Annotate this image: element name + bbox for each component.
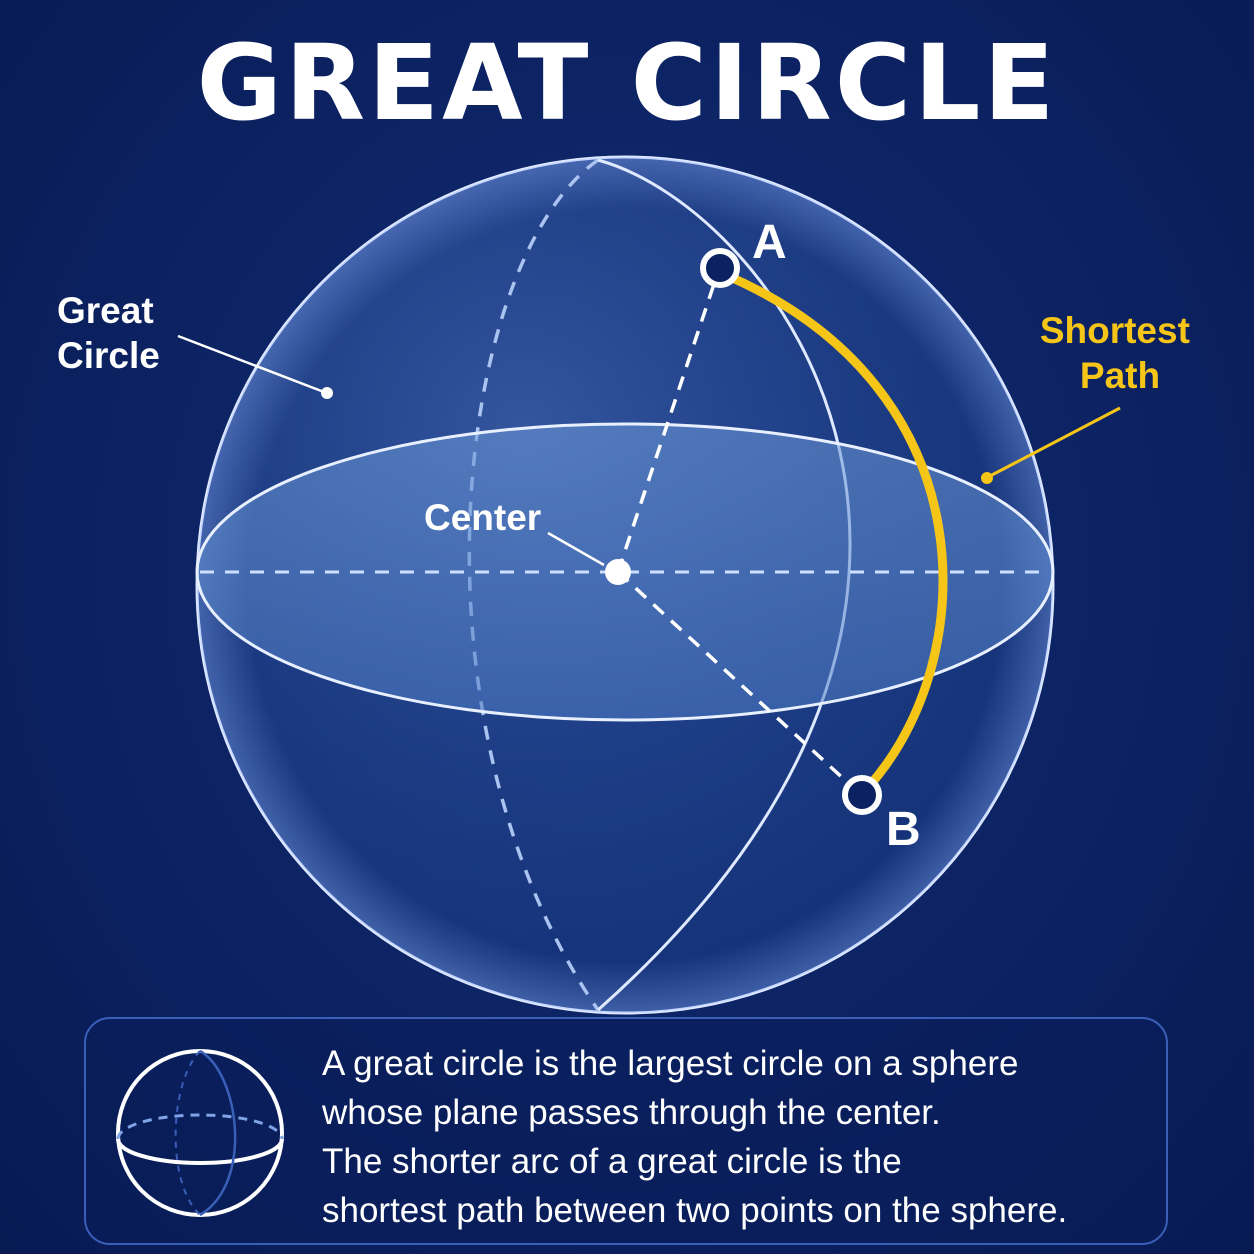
point-a-label: A [752,216,787,269]
shortest-path-arc [723,271,948,790]
shortest-path-leader [989,406,1121,478]
point-a-marker [700,248,740,288]
center-leader [547,531,605,567]
great-circle-leader-dot [321,387,333,399]
info-line-3: The shorter arc of a great circle is the [322,1142,902,1181]
great-circle-label-line1: Great [57,290,154,331]
info-line-2: whose plane passes through the center. [322,1093,941,1132]
info-description: A great circle is the largest circle on … [322,1039,1152,1235]
shortest-path-label-line1: Shortest [1040,310,1190,351]
radius-to-b [616,570,860,794]
point-b-marker [842,775,882,815]
shortest-path-label-line2: Path [1080,355,1160,396]
great-circle-leader [177,334,325,394]
radius-to-a [616,271,720,573]
shortest-path-label: Shortest Path [1040,310,1200,396]
point-b-label: B [886,803,921,856]
info-line-1: A great circle is the largest circle on … [322,1044,1019,1083]
info-line-4: shortest path between two points on the … [322,1191,1068,1230]
page-title: GREAT CIRCLE [196,22,1058,144]
info-box: A great circle is the largest circle on … [84,1017,1168,1245]
center-label: Center [424,497,541,538]
shortest-path-leader-dot [981,472,993,484]
center-point [605,559,631,585]
great-circle-label: Great Circle [57,290,164,376]
great-circle-label-line2: Circle [57,335,160,376]
sphere-icon [116,1049,284,1217]
